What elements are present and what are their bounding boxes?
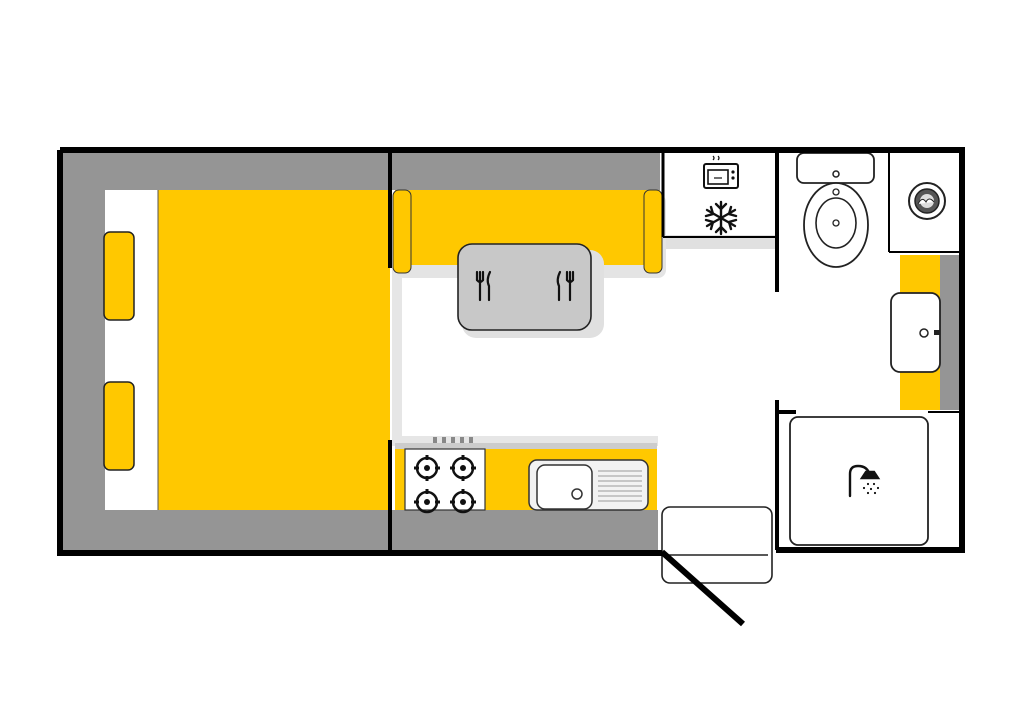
outer-wall — [60, 147, 965, 553]
drain-icon — [571, 488, 583, 500]
bedroom — [103, 190, 390, 510]
fridge-shadow — [666, 235, 776, 249]
burner-icon — [450, 489, 476, 514]
entry — [660, 506, 773, 627]
bench-arm-left — [392, 189, 412, 274]
bedroom-wall-left — [60, 150, 105, 550]
outer-wall-left — [57, 150, 662, 556]
basin-tap — [934, 330, 940, 335]
drainboard — [598, 470, 642, 502]
basin-drain-icon — [919, 328, 929, 338]
pillow-top — [103, 231, 135, 321]
kitchen-wall-bottom — [390, 510, 658, 550]
cutlery-icon — [556, 270, 575, 302]
dinette-wall-top — [390, 150, 660, 190]
fridge-cabinet — [666, 155, 776, 249]
stove — [404, 437, 486, 514]
sink — [528, 459, 649, 511]
stove-knobs — [433, 437, 473, 443]
burner-icon — [414, 455, 440, 481]
bedroom-wall-bottom — [60, 510, 390, 550]
snowflake-icon — [704, 200, 738, 236]
dining-table — [457, 243, 592, 331]
entry-step — [661, 506, 773, 584]
burner-icon — [414, 489, 440, 514]
pillow-bottom — [103, 381, 135, 471]
bathroom — [789, 152, 946, 546]
bench-arm-right — [643, 189, 663, 274]
cutlery-icon — [475, 270, 492, 302]
bed — [158, 190, 390, 510]
entry-door — [660, 549, 745, 627]
boiler-icon — [908, 182, 946, 220]
shower-tray — [789, 416, 929, 546]
burner-icon — [450, 455, 476, 481]
washbasin — [890, 292, 941, 373]
shower-icon — [848, 464, 881, 498]
bathroom-wall-right — [940, 255, 962, 410]
dinette — [392, 189, 666, 338]
kitchen — [395, 437, 657, 514]
toilet-icon — [796, 152, 875, 268]
walls — [57, 147, 965, 556]
microwave-icon — [703, 155, 739, 189]
wall-cavities — [60, 150, 962, 550]
bedroom-wall-top — [60, 150, 390, 190]
